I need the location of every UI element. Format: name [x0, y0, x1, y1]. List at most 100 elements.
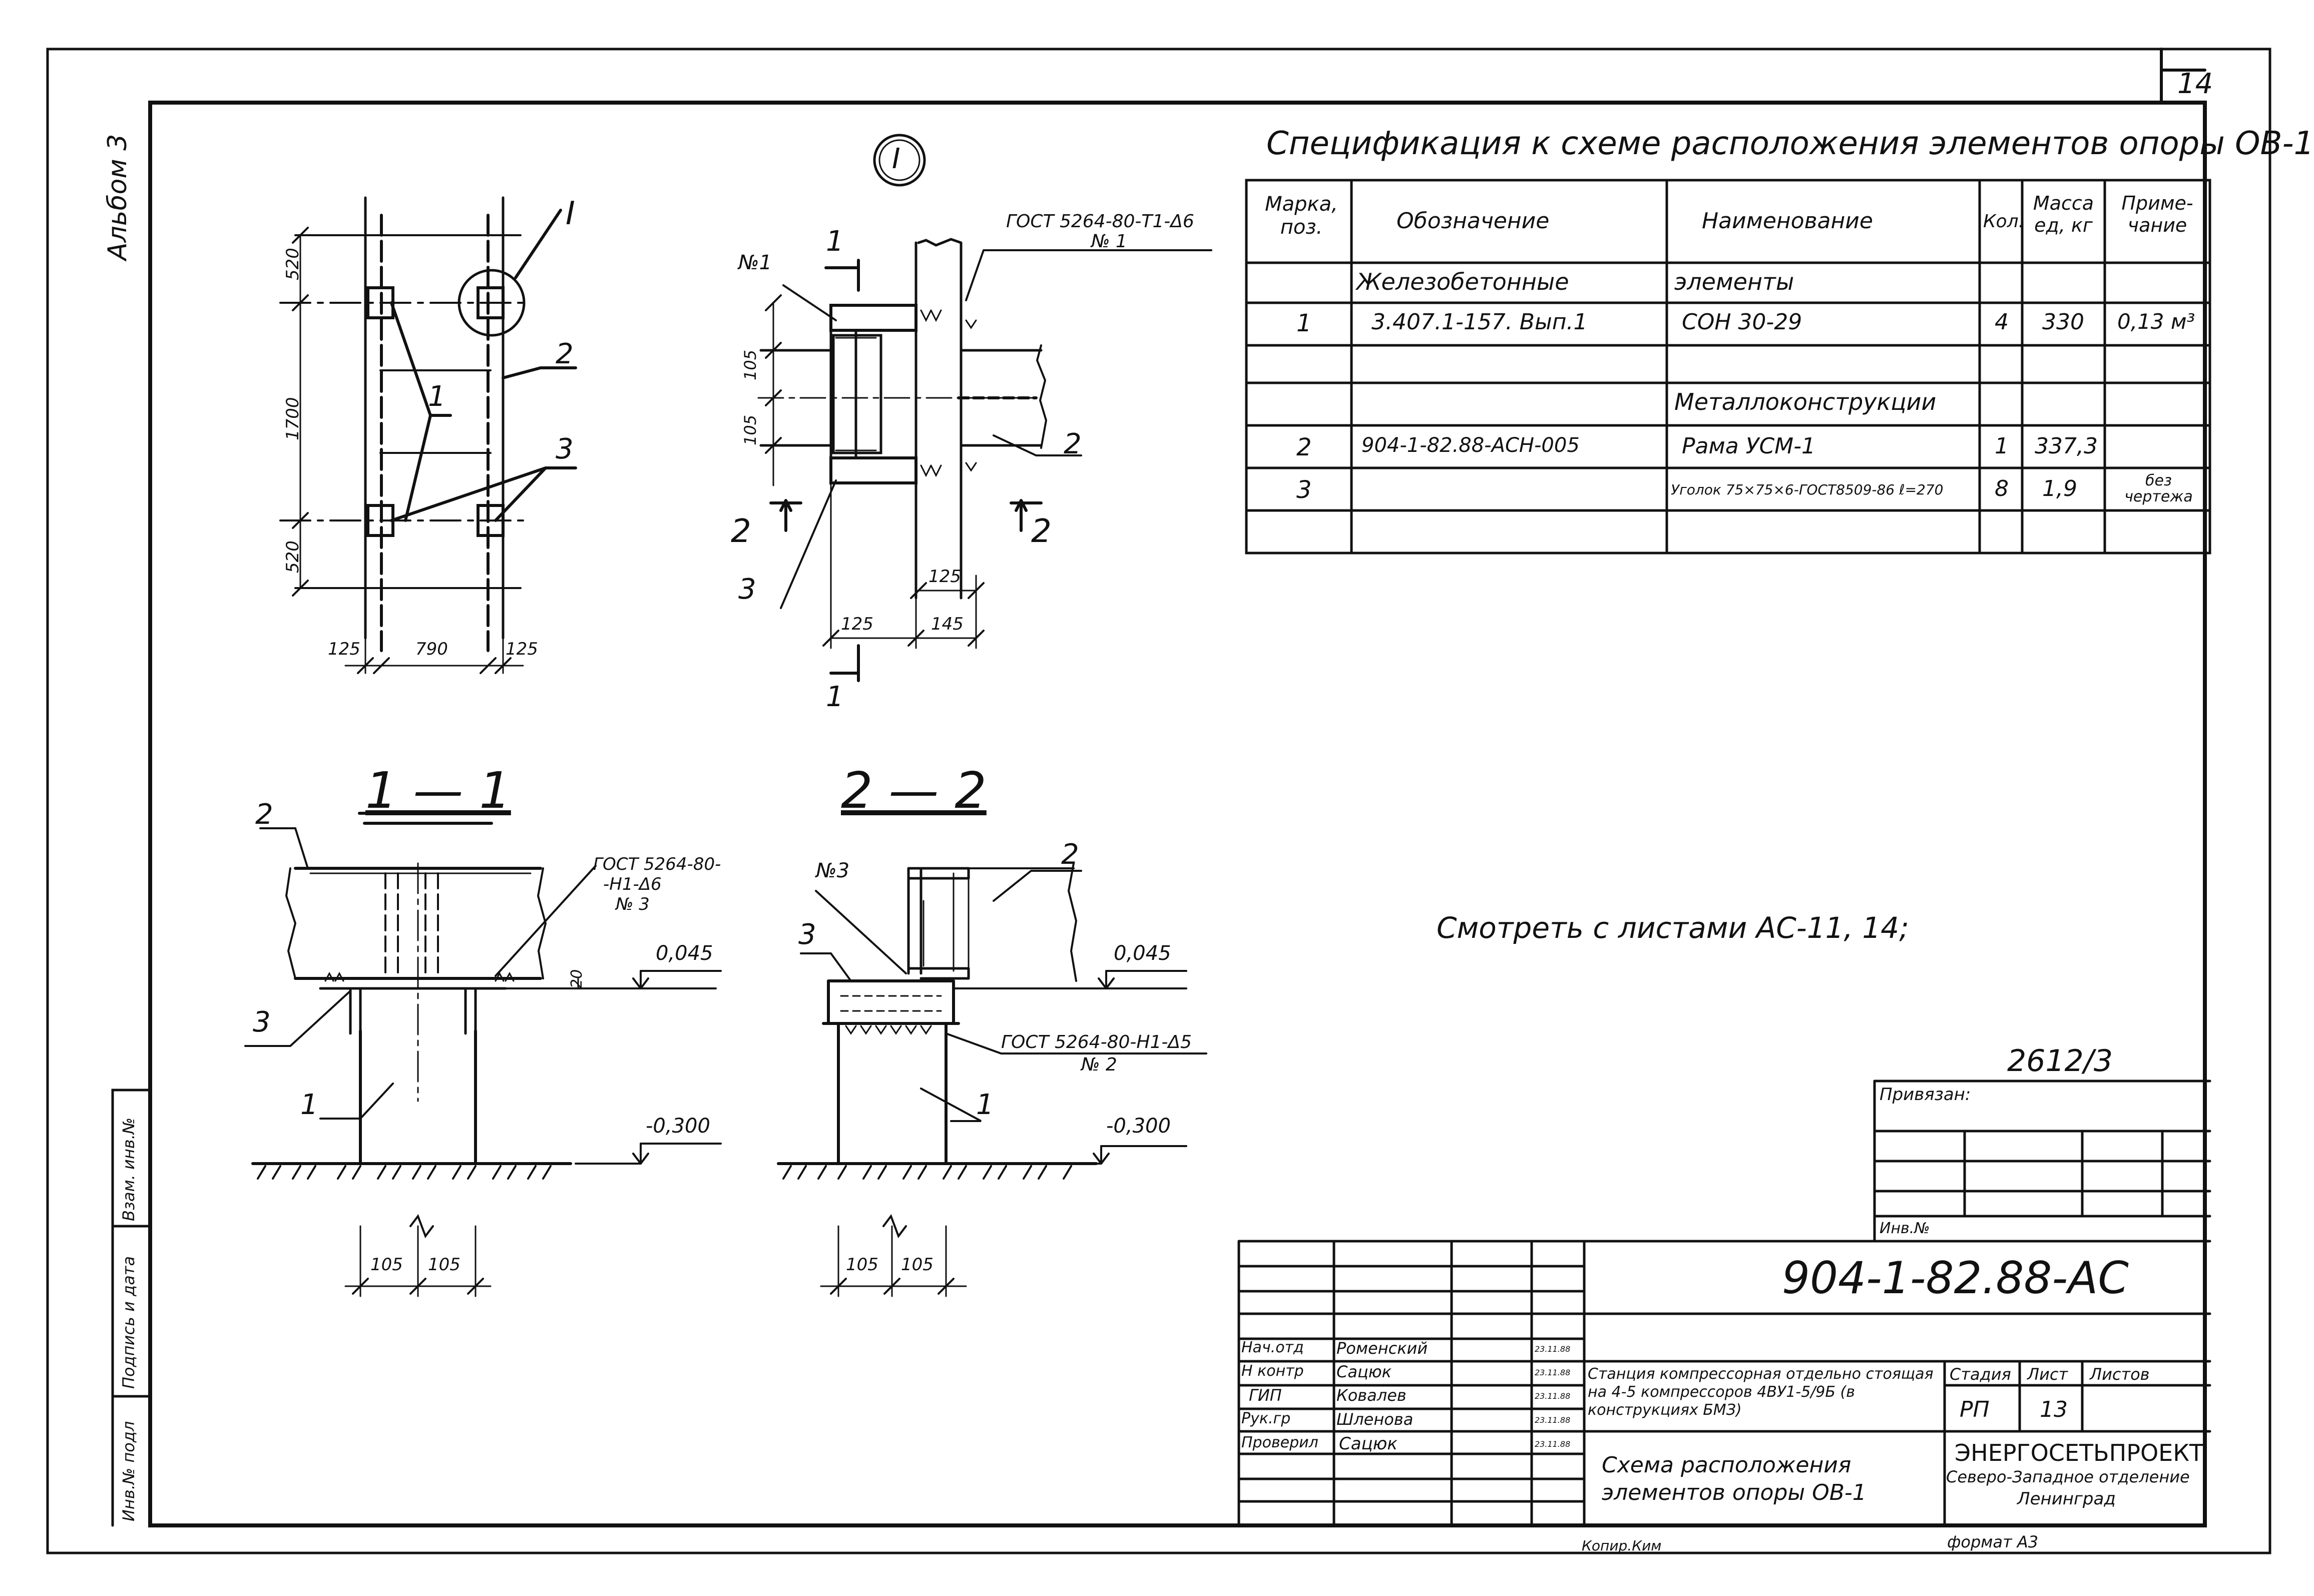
- spec-header-note: Приме- чание: [2121, 192, 2193, 236]
- section-1-1-dim-105b: 105: [428, 1255, 460, 1275]
- plan-callout-label: I: [566, 195, 575, 232]
- spec-row1-name: СОН 30-29: [1682, 309, 1802, 335]
- spec-row3-mass: 1,9: [2042, 476, 2077, 501]
- sheets-label: Листов: [2090, 1365, 2150, 1384]
- plan-dim-center: 790: [415, 639, 448, 659]
- section-2-2-pos-1: 1: [976, 1089, 994, 1121]
- plan-dim-top: 520: [283, 248, 303, 280]
- detail-pos-2: 2: [1064, 428, 1082, 460]
- sheet-number: 14: [2177, 68, 2213, 100]
- spec-section-rc-left: Железобетонные: [1356, 268, 1569, 295]
- stamp-date-2: 23.11.88: [1535, 1368, 1571, 1377]
- section-2-2-title: 2 — 2: [841, 761, 987, 820]
- stamp-role-5: Проверил: [1241, 1434, 1318, 1451]
- detail-weld-label: ГОСТ 5264-80-Т1-Δ6: [1006, 211, 1194, 232]
- plan-pos-2: 2: [556, 338, 574, 370]
- section-2-2-weld-no: № 2: [1081, 1054, 1117, 1075]
- stage-label: Стадия: [1950, 1365, 2011, 1384]
- title-block-lines: [1237, 1240, 2211, 1527]
- sheet-title: Схема расположения элементов опоры ОВ-1: [1602, 1452, 1867, 1505]
- section-1-1-pos-1: 1: [300, 1089, 318, 1121]
- spec-row3-note: без чертежа: [2124, 472, 2193, 505]
- detail-view: [757, 134, 1212, 682]
- cross-reference-note: Смотреть с листами АС-11, 14;: [1437, 911, 1909, 945]
- section-2-2-elev-bot: -0,300: [1106, 1115, 1171, 1138]
- tie-inv-label: Инв.№: [1880, 1220, 1930, 1237]
- spec-header-mass: Масса ед, кг: [2033, 192, 2094, 236]
- detail-weld-no: № 1: [1091, 231, 1127, 252]
- spec-row2-name: Рама УСМ-1: [1682, 433, 1816, 459]
- stamp-role-4: Рук.гр: [1241, 1410, 1291, 1427]
- side-vzam: Взам. инв.№: [119, 1117, 138, 1221]
- section-1-1-elev-bot: -0,300: [646, 1115, 710, 1138]
- spec-row3-qty: 8: [1995, 476, 2009, 501]
- stamp-name-2: Сацюк: [1336, 1362, 1392, 1381]
- stamp-date-1: 23.11.88: [1535, 1344, 1571, 1354]
- spec-row3-name: Уголок 75×75×6-ГОСТ8509-86 ℓ=270: [1671, 481, 1944, 498]
- stamp-name-3: Ковалев: [1336, 1386, 1407, 1405]
- spec-row1-mass: 330: [2042, 309, 2084, 335]
- side-inv-no: Инв.№ подл: [119, 1421, 138, 1521]
- section-2-2-dim-105b: 105: [901, 1255, 934, 1275]
- drawing-code: 904-1-82.88-АС: [1782, 1252, 2129, 1304]
- section-1-1-title: 1 — 1: [365, 761, 511, 820]
- copied-label: Копир.Ким: [1582, 1537, 1662, 1554]
- stamp-role-2: Н контр: [1241, 1362, 1304, 1380]
- stamp-date-5: 23.11.88: [1535, 1439, 1571, 1449]
- detail-dim-105a: 105: [741, 349, 760, 380]
- side-sign-date: Подпись и дата: [119, 1256, 138, 1389]
- section-2-2: [777, 862, 1207, 1297]
- section-2-2-pos-2: 2: [1061, 838, 1079, 871]
- stamp-name-5: Сацюк: [1339, 1434, 1398, 1454]
- spec-section-rc-right: элементы: [1674, 268, 1794, 295]
- spec-header-name: Наименование: [1702, 208, 1873, 234]
- plan-dim-right: 125: [506, 639, 538, 659]
- detail-pos-3: 3: [738, 573, 756, 606]
- spec-row2-mass: 337,3: [2035, 433, 2098, 459]
- stamp-role-3: ГИП: [1249, 1386, 1282, 1405]
- section-2-2-weld-label: ГОСТ 5264-80-Н1-Δ5: [1001, 1032, 1192, 1052]
- detail-dim-105b: 105: [741, 414, 760, 445]
- detail-dim-145: 145: [931, 614, 964, 634]
- section-1-1-weld-l2: -Н1-Δ6: [603, 874, 662, 894]
- detail-weld-ref: №1: [738, 251, 772, 274]
- org-city: Ленинград: [2017, 1489, 2116, 1509]
- detail-cut-2-left: 2: [731, 513, 751, 550]
- section-2-2-dim-105a: 105: [846, 1255, 878, 1275]
- plan-pos-3: 3: [556, 433, 574, 465]
- spec-header-mark: Марка, поз.: [1265, 193, 1338, 239]
- spec-table-lines: [1245, 179, 2211, 555]
- spec-row2-mark: 2: [1296, 433, 1312, 461]
- spec-section-metal: Металлоконструкции: [1674, 388, 1937, 415]
- spec-header-designation: Обозначение: [1397, 208, 1550, 234]
- section-1-1-dim-105a: 105: [370, 1255, 403, 1275]
- plan-view: [279, 196, 577, 674]
- section-1-1-dim-20: 20: [568, 969, 586, 988]
- section-2-2-weld-ref: №3: [816, 859, 850, 882]
- spec-row1-mark: 1: [1296, 309, 1312, 337]
- plan-pos-1: 1: [428, 380, 446, 413]
- stamp-name-4: Шленова: [1336, 1410, 1414, 1429]
- spec-header-qty: Кол.: [1983, 211, 2025, 232]
- section-1-1-pos-2: 2: [255, 798, 273, 831]
- section-2-2-elev-top: 0,045: [1114, 942, 1171, 965]
- sheet-label: Лист: [2027, 1365, 2068, 1384]
- spec-row1-qty: 4: [1995, 309, 2009, 335]
- plan-dim-left: 125: [328, 639, 360, 659]
- section-2-2-pos-3: 3: [798, 918, 816, 951]
- sheet-value: 13: [2040, 1397, 2068, 1422]
- tie-block-lines: [1873, 1080, 2211, 1243]
- tie-label: Привязан:: [1880, 1085, 1971, 1105]
- detail-cut-2-right: 2: [1031, 513, 1052, 550]
- spec-row1-note: 0,13 м³: [2117, 309, 2195, 334]
- org-branch: Северо-Западное отделение: [1946, 1467, 2190, 1486]
- spec-row2-qty: 1: [1995, 433, 2009, 459]
- plan-dim-bot: 520: [283, 541, 303, 573]
- format-label: формат А3: [1947, 1532, 2039, 1551]
- stamp-date-3: 23.11.88: [1535, 1391, 1571, 1401]
- album-label: Альбом 3: [103, 134, 133, 260]
- section-1-1-weld-no: № 3: [616, 894, 650, 914]
- tie-number: 2612/3: [2007, 1043, 2113, 1079]
